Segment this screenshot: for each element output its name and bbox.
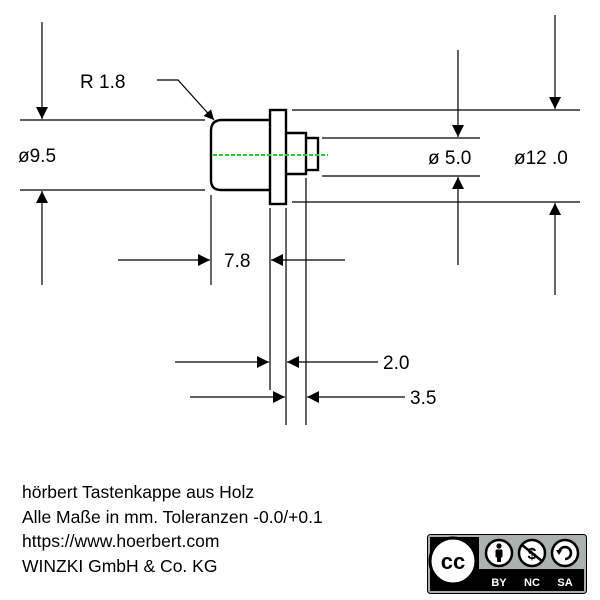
radius-label: R 1.8 bbox=[80, 72, 125, 93]
dia-left-label: ø9.5 bbox=[18, 146, 56, 167]
dia-small-label: ø 5.0 bbox=[428, 148, 471, 169]
note-company: WINZKI GmbH & Co. KG bbox=[22, 555, 218, 576]
cc-text: cc bbox=[441, 549, 465, 574]
cap-head bbox=[209, 118, 270, 192]
by-icon bbox=[484, 538, 514, 568]
note-dimensions: Alle Maße in mm. Toleranzen -0.0/+0.1 bbox=[22, 506, 323, 527]
extension-lines bbox=[20, 109, 580, 425]
license-sa-label: SA bbox=[557, 577, 572, 589]
len-collar-label: 2.0 bbox=[383, 353, 409, 374]
sa-icon bbox=[550, 538, 580, 568]
part-outline bbox=[209, 108, 320, 206]
radius-leader bbox=[157, 79, 215, 121]
dia-large-label: ø12 .0 bbox=[514, 148, 568, 169]
license-nc-label: NC bbox=[524, 577, 540, 589]
len-total-label: 7.8 bbox=[224, 251, 250, 272]
len-shaft-label: 3.5 bbox=[410, 388, 436, 409]
license-by-label: BY bbox=[491, 577, 507, 589]
cc-by-nc-sa-badge: cc $ BY NC SA bbox=[427, 534, 587, 594]
cc-icon: cc bbox=[428, 536, 478, 586]
dimension-arrows bbox=[36, 15, 561, 403]
nc-icon: $ bbox=[517, 538, 547, 568]
cap-collar bbox=[268, 108, 288, 206]
note-title: hörbert Tastenkappe aus Holz bbox=[22, 482, 255, 502]
cap-shaft-step bbox=[286, 131, 308, 176]
drawing-notes: hörbert Tastenkappe aus Holz Alle Maße i… bbox=[22, 480, 323, 578]
note-url: https://www.hoerbert.com bbox=[22, 531, 220, 551]
